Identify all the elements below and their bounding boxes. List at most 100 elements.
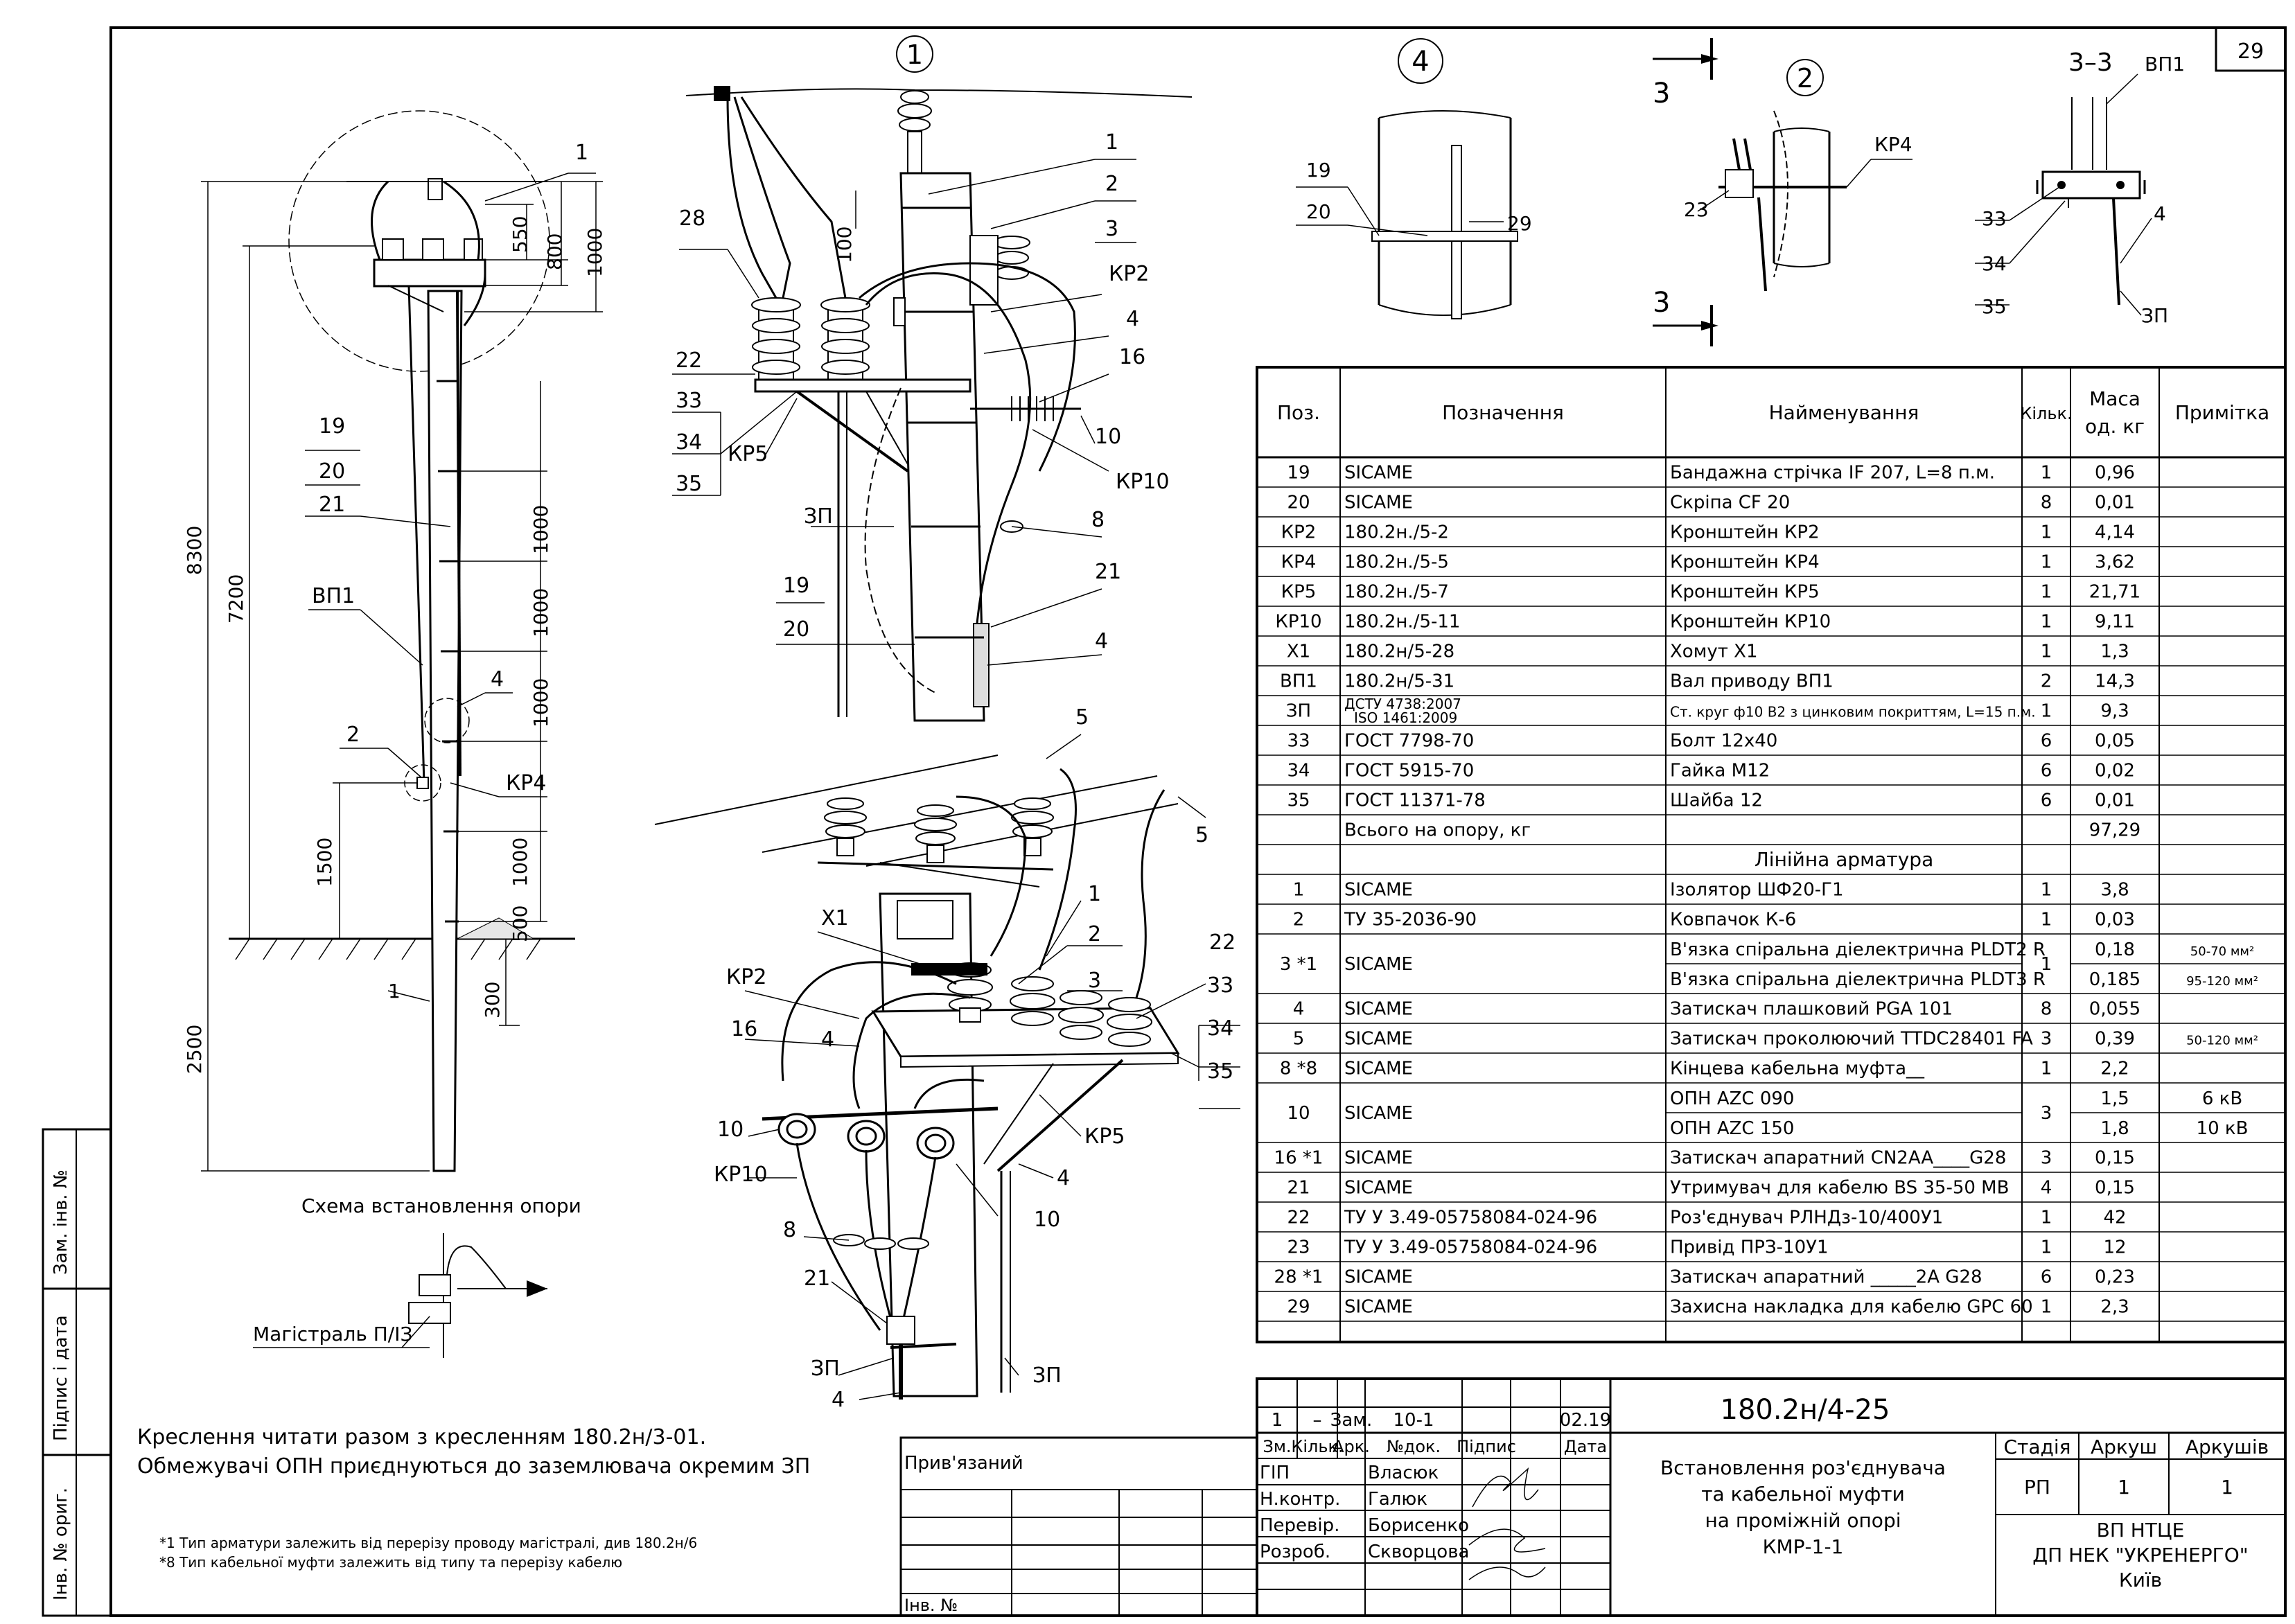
d2-label-23: 23 — [1684, 198, 1709, 221]
spec-cell-name: Затискач апаратний CN2AA____G28 — [1670, 1148, 2006, 1169]
v1-label-19: 19 — [783, 574, 809, 598]
dim-1000-c: 1000 — [529, 678, 552, 727]
hdr-ark: Арк. — [1333, 1437, 1370, 1456]
dim-800: 800 — [543, 233, 566, 270]
spec-cell-qty: 4 — [2041, 1178, 2052, 1199]
title-line-1: Встановлення роз'єднувача — [1660, 1456, 1946, 1479]
spec-cell-qty: 1 — [2041, 954, 2052, 975]
spec-cell-qty: 1 — [2041, 522, 2052, 543]
spec-cell-note: 50-70 мм² — [2190, 944, 2254, 959]
dim-1000-top: 1000 — [583, 228, 606, 277]
org-line-1: ВП НТЦЕ — [2097, 1519, 2185, 1542]
change-ndok: 10-1 — [1393, 1410, 1434, 1431]
spec-cell-pos: 33 — [1287, 731, 1310, 752]
spec-cell-pos: 34 — [1287, 761, 1310, 782]
footnote-1: *1 Тип арматури залежить від перерізу пр… — [159, 1535, 697, 1551]
spec-section-title: Лінійна арматура — [1755, 848, 1934, 871]
pole-scheme: 8300 7200 2500 1500 1000 1000 1000 1000 … — [183, 110, 606, 1358]
detail-2: 3 3 2 КР4 23 — [1653, 38, 1912, 346]
staff-role-1: Н.контр. — [1260, 1489, 1340, 1510]
spec-cell-desig: ДСТУ 4738:2007 — [1344, 696, 1461, 712]
staff-role-2: Перевір. — [1260, 1515, 1339, 1536]
iso-label-22: 22 — [1209, 930, 1236, 955]
sec-label-vp1: ВП1 — [2145, 53, 2185, 76]
org-line-3: Київ — [2119, 1569, 2162, 1591]
spec-cell-name-2: В'язка спіральна діелектрична PLDT3 R — [1670, 969, 2046, 990]
hdr-data: Дата — [1564, 1437, 1607, 1456]
spec-cell-pos: 5 — [1293, 1029, 1305, 1050]
label-19: 19 — [319, 414, 345, 439]
spec-cell-pos: КР4 — [1281, 552, 1317, 573]
spec-header-desig: Позначення — [1442, 401, 1564, 424]
hdr-kilk: Кільк. — [1291, 1437, 1343, 1456]
spec-header-qty: Кільк. — [2020, 404, 2072, 423]
spec-header-mass-unit: од. кг — [2085, 415, 2145, 438]
spec-cell-qty: 1 — [2041, 582, 2052, 603]
dim-1000-d: 1000 — [509, 838, 531, 887]
staff-name-1: Галюк — [1368, 1489, 1427, 1510]
spec-cell-name: Ст. круг ф10 В2 з цинковим покриттям, L=… — [1670, 704, 2036, 721]
spec-header-name: Найменування — [1769, 401, 1919, 424]
iso-label-zp1: ЗП — [811, 1357, 840, 1381]
side-stamp-sign-date: Підпис і дата — [51, 1315, 71, 1441]
spec-cell-pos: 10 — [1287, 1103, 1310, 1124]
v1-label-22: 22 — [676, 348, 702, 373]
title-line-2: та кабельної муфти — [1701, 1483, 1905, 1506]
sheets-value: 1 — [2221, 1476, 2233, 1499]
spec-cell-name: Привід ПРЗ-10У1 — [1670, 1237, 1829, 1258]
spec-cell-desig: ТУ У 3.49-05758084-024-96 — [1344, 1208, 1597, 1228]
spec-cell-desig: SICAME — [1344, 999, 1413, 1020]
spec-cell-pos: 29 — [1287, 1297, 1310, 1318]
spec-cell-qty: 1 — [2041, 1297, 2052, 1318]
iso-label-33: 33 — [1207, 973, 1233, 998]
footnote-2: *8 Тип кабельної муфти залежить від типу… — [159, 1554, 622, 1571]
iso-label-kr10: КР10 — [714, 1163, 768, 1187]
spec-cell-name: Кронштейн КР4 — [1670, 552, 1820, 573]
spec-cell-mass: 0,39 — [2095, 1029, 2135, 1050]
spec-cell-desig-2: ISO 1461:2009 — [1354, 709, 1457, 726]
binding-block: Прив'язаний Інв. № — [899, 1436, 1258, 1617]
iso-label-34: 34 — [1207, 1016, 1233, 1041]
spec-cell-mass: 4,14 — [2095, 522, 2135, 543]
spec-cell-mass-2: 1,8 — [2100, 1118, 2129, 1139]
spec-cell-mass: 0,02 — [2095, 761, 2135, 782]
spec-cell-qty: 1 — [2041, 1059, 2052, 1079]
spec-cell-pos: 21 — [1287, 1178, 1310, 1199]
spec-cell-pos: 20 — [1287, 493, 1310, 513]
view-1-label: 1 — [906, 39, 923, 70]
spec-cell-pos: 3 *1 — [1280, 954, 1317, 975]
spec-cell-desig: SICAME — [1344, 1059, 1413, 1079]
inv-no-label: Інв. № — [904, 1596, 958, 1615]
spec-header-note: Примітка — [2175, 401, 2269, 424]
spec-cell-name: Затискач апаратний _____2A G28 — [1670, 1267, 1982, 1288]
sheet-header: Аркуш — [2091, 1436, 2157, 1458]
iso-label-4b: 4 — [1057, 1166, 1070, 1190]
sheets-header: Аркушів — [2186, 1436, 2269, 1458]
spec-cell-mass-2: 0,185 — [2089, 969, 2140, 990]
spec-cell-desig: 180.2н./5-5 — [1344, 552, 1449, 573]
spec-cell-qty: 8 — [2041, 493, 2052, 513]
spec-cell-pos: 28 *1 — [1274, 1267, 1324, 1288]
detail-4: 4 19 20 29 — [1296, 38, 1532, 319]
spec-header-mass: Маса — [2089, 387, 2140, 410]
detail-2-label: 2 — [1797, 63, 1813, 94]
spec-cell-pos: КР2 — [1281, 522, 1317, 543]
v1-label-34: 34 — [676, 430, 702, 454]
spec-cell-qty: 3 — [2041, 1029, 2052, 1050]
spec-cell-mass: 0,055 — [2089, 999, 2140, 1020]
spec-cell-name: Кронштейн КР5 — [1670, 582, 1820, 603]
spec-cell-name: Ковпачок К-6 — [1670, 910, 1796, 930]
spec-cell-desig: SICAME — [1344, 1178, 1413, 1199]
sheet-value: 1 — [2118, 1476, 2130, 1499]
